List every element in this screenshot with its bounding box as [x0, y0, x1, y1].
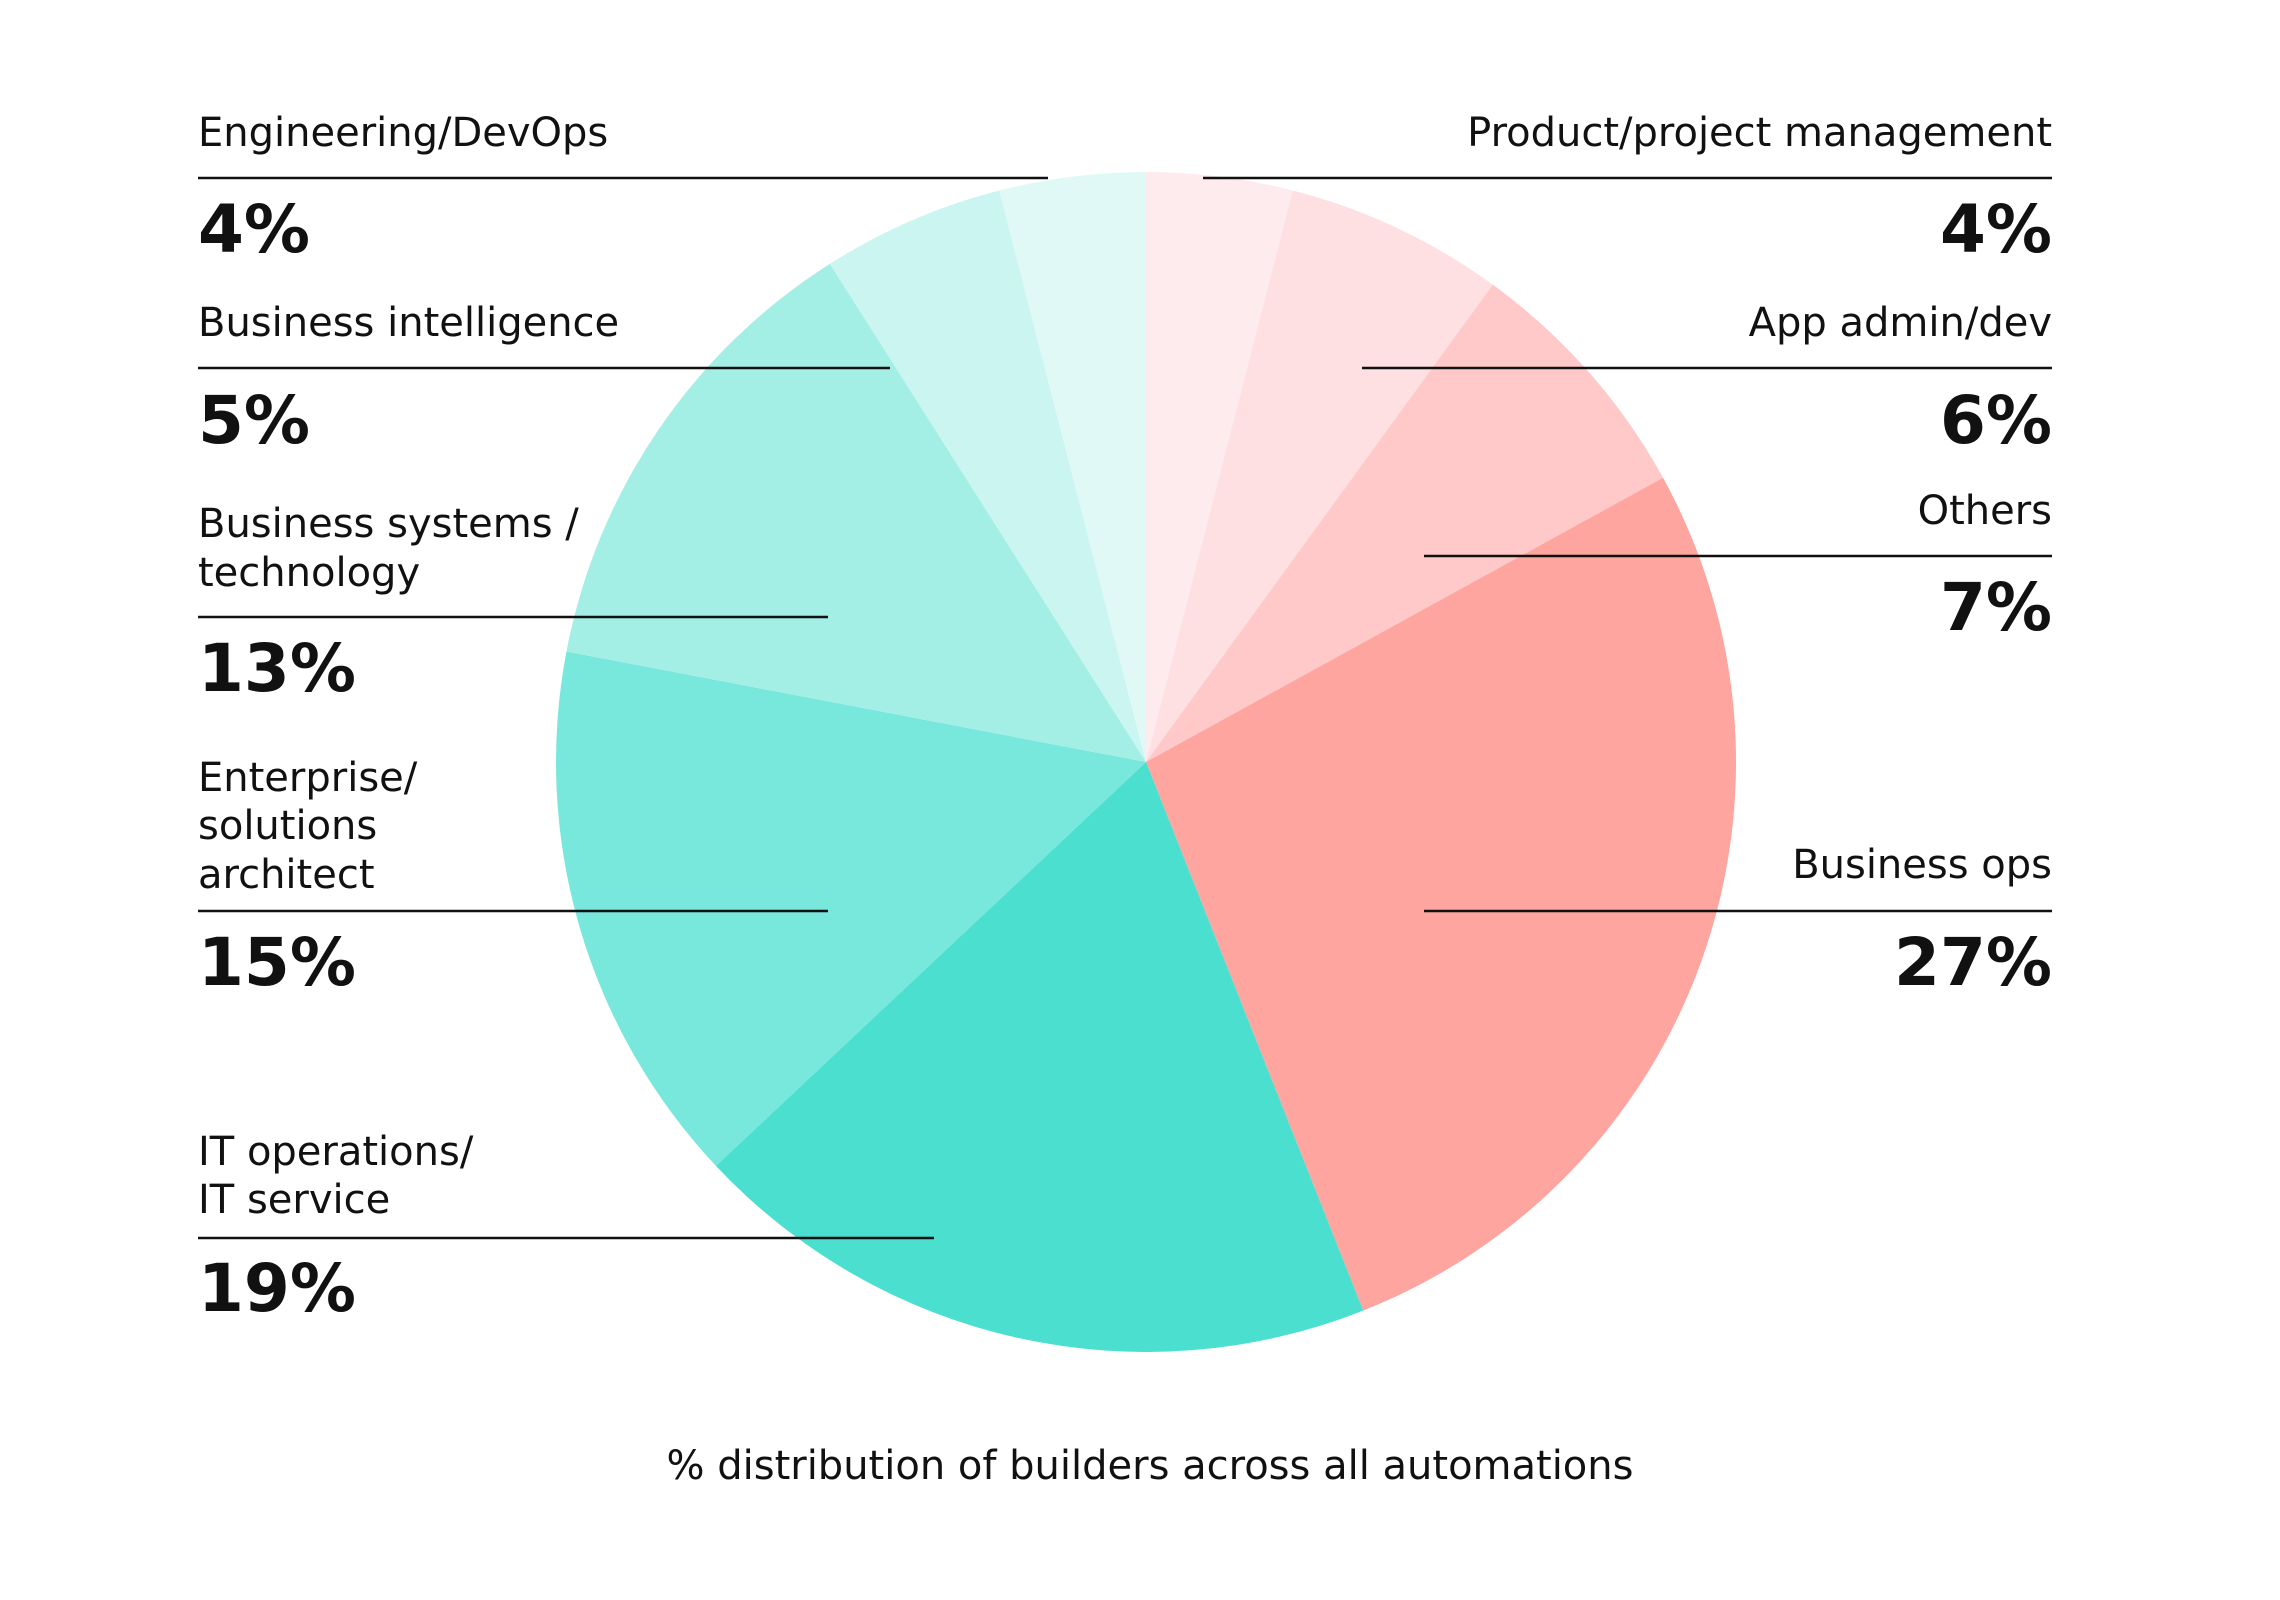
pie-slice-engineering-devops: [999, 172, 1146, 762]
label-enterprise-line3: architect: [198, 852, 375, 898]
pie-slice-product-project-management: [1146, 172, 1293, 762]
value-product: 4%: [1940, 191, 2052, 268]
value-enterprise: 15%: [198, 924, 356, 1001]
label-bizsys-line1: Business systems /: [198, 501, 579, 547]
label-product: Product/project management: [1467, 110, 2052, 156]
value-appadmin: 6%: [1940, 382, 2052, 459]
pie-slice-others: [1146, 284, 1664, 762]
value-bi: 5%: [198, 382, 310, 459]
label-itops-line2: IT service: [198, 1177, 390, 1223]
label-enterprise-line1: Enterprise/: [198, 755, 418, 801]
value-businessops: 27%: [1894, 924, 2052, 1001]
label-engineering: Engineering/DevOps: [198, 110, 608, 156]
label-appadmin: App admin/dev: [1749, 300, 2052, 346]
value-bizsys: 13%: [198, 630, 356, 707]
label-businessops: Business ops: [1792, 842, 2052, 888]
label-bizsys-line2: technology: [198, 550, 420, 596]
pie-slice-it-operations-it-service: [715, 762, 1364, 1352]
value-others: 7%: [1940, 569, 2052, 646]
value-engineering: 4%: [198, 191, 310, 268]
label-bi: Business intelligence: [198, 300, 619, 346]
pie-slice-business-intelligence: [829, 190, 1146, 762]
label-others: Others: [1918, 488, 2052, 534]
pie-slice-business-systems-technology: [566, 263, 1146, 762]
value-itops: 19%: [198, 1250, 356, 1327]
label-enterprise-line2: solutions: [198, 803, 377, 849]
label-itops-line1: IT operations/: [198, 1129, 474, 1175]
pie-slices: [556, 172, 1737, 1352]
chart-caption: % distribution of builders across all au…: [667, 1443, 1634, 1489]
pie-slice-business-ops: [1146, 477, 1737, 1311]
pie-slice-enterprise-solutions-architect: [556, 651, 1146, 1166]
pie-slice-app-admin-dev: [1146, 190, 1493, 762]
